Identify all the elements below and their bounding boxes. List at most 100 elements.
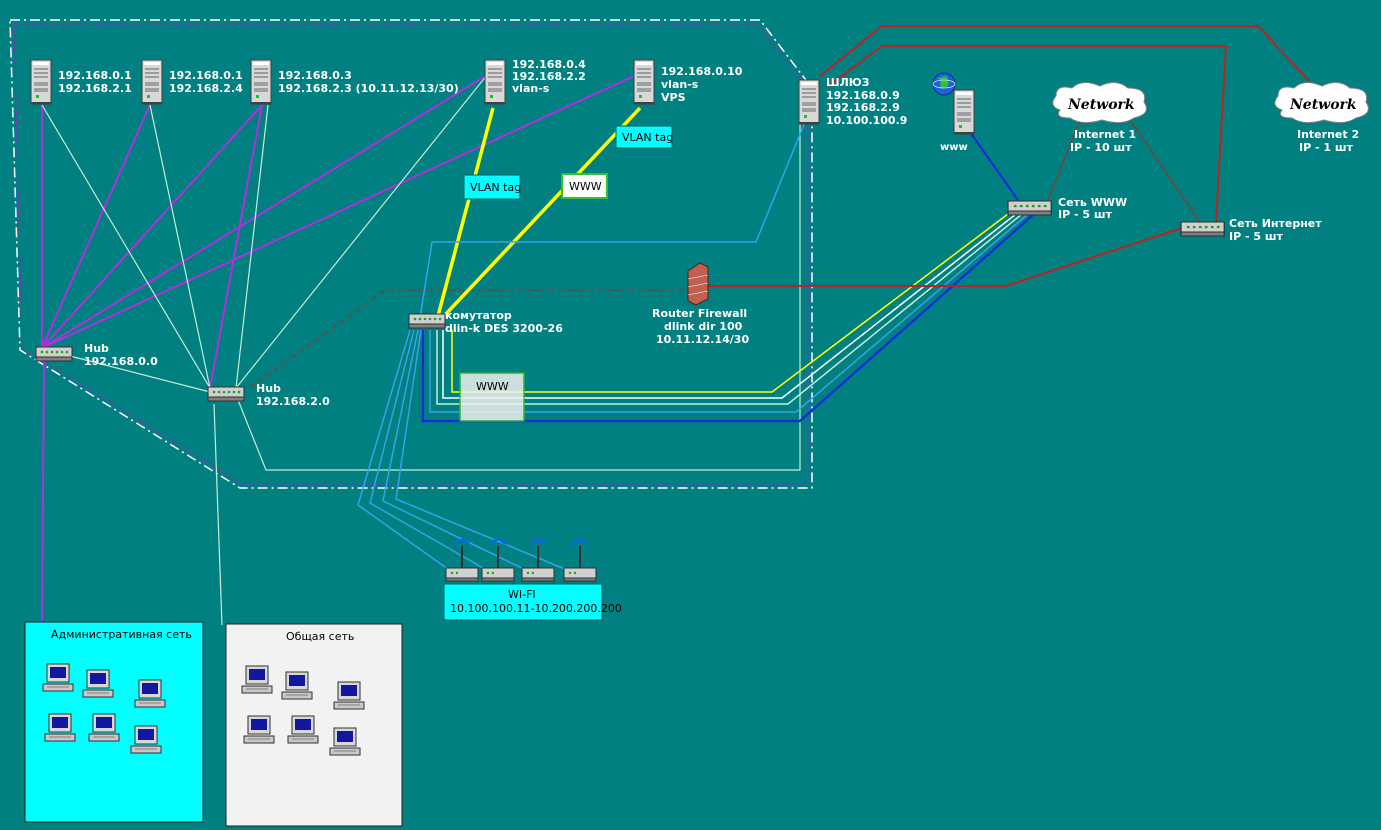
cloud-1-count: IP - 10 шт	[1070, 141, 1132, 154]
server-tower-icon	[250, 59, 272, 105]
firewall-ip: 10.11.12.14/30	[656, 333, 749, 346]
core-switch-model: dlin-k DES 3200-26	[445, 322, 563, 335]
server-5-role: vlan-s	[661, 78, 699, 91]
vlan-tag-2: VLAN tag	[615, 125, 673, 149]
admin-panel-title: Административная сеть	[51, 628, 192, 641]
switch-firewall-link	[249, 289, 690, 389]
hub0-to-admin-link	[41, 361, 45, 623]
core-switch-title: комутатор	[445, 309, 512, 322]
hub-admin-subnet: 192.168.0.0	[84, 355, 158, 368]
cloud-icon	[1052, 82, 1147, 124]
internet1-links	[1047, 119, 1201, 223]
server-5[interactable]: 192.168.0.10 vlan-s VPS	[633, 59, 743, 105]
globe-icon	[932, 72, 956, 96]
common-network-panel[interactable]: Общая сеть	[225, 623, 403, 827]
workstation-icon	[130, 725, 162, 754]
internet-switch[interactable]: Сеть Интернет IP - 5 шт	[1180, 217, 1322, 243]
cloud-1-name: Internet 1	[1074, 128, 1136, 141]
switch-wifi-links	[357, 329, 573, 573]
www-tag-2: WWW	[459, 372, 525, 422]
admin-links	[41, 74, 637, 389]
cloud-2-title: Network	[1289, 97, 1357, 113]
gateway-ip2: 192.168.2.9	[826, 101, 900, 114]
workstation-icon	[241, 665, 273, 694]
admin-network-panel[interactable]: Административная сеть	[24, 621, 204, 823]
gateway-ip1: 192.168.0.9	[826, 89, 900, 102]
www-switch-count: IP - 5 шт	[1058, 208, 1113, 221]
vlan-tag-2-label: VLAN tag	[622, 131, 673, 144]
vlan-boundary-outline	[9, 19, 813, 489]
workstation-icon	[82, 669, 114, 698]
cloud-icon	[1274, 82, 1369, 124]
switch-icon	[408, 313, 446, 329]
gateway-server[interactable]: ШЛЮЗ 192.168.0.9 192.168.2.9 10.100.100.…	[798, 76, 907, 127]
server-1-ip1: 192.168.0.1	[58, 69, 132, 82]
switch-icon	[1007, 200, 1052, 216]
www-switch-title: Сеть WWW	[1058, 196, 1127, 209]
hub-common-title: Hub	[256, 382, 281, 395]
hub-admin[interactable]: Hub 192.168.0.0	[35, 342, 158, 368]
workstation-icon	[287, 715, 319, 744]
www-network-switch[interactable]: Сеть WWW IP - 5 шт	[1007, 196, 1127, 221]
server-5-type: VPS	[661, 91, 686, 104]
wifi-ap-4[interactable]	[563, 538, 597, 582]
vlan-tag-1-label: VLAN tag	[470, 181, 521, 194]
workstation-icon	[243, 715, 275, 744]
server-tower-icon	[798, 79, 820, 125]
gateway-title: ШЛЮЗ	[826, 76, 870, 89]
server-3-ip2: 192.168.2.3 (10.11.12.13/30)	[278, 82, 459, 95]
server-1[interactable]: 192.168.0.1 192.168.2.1	[30, 59, 132, 105]
firewall-title: Router Firewall	[652, 307, 747, 320]
server-3[interactable]: 192.168.0.3 192.168.2.3 (10.11.12.13/30)	[250, 59, 459, 105]
common-panel-title: Общая сеть	[286, 630, 354, 643]
server-2[interactable]: 192.168.0.1 192.168.2.4	[141, 59, 243, 105]
server-3-ip1: 192.168.0.3	[278, 69, 352, 82]
internet-1-cloud[interactable]: Network Internet 1 IP - 10 шт	[1052, 82, 1147, 154]
workstation-icon	[329, 727, 361, 756]
core-switch[interactable]: комутатор dlin-k DES 3200-26	[408, 309, 563, 335]
switch-www-bundle	[421, 213, 1035, 423]
server-2-ip2: 192.168.2.4	[169, 82, 243, 95]
internet-switch-title: Сеть Интернет	[1229, 217, 1322, 230]
firewall-icon	[687, 262, 709, 306]
wifi-title: WI-FI	[508, 588, 536, 601]
workstation-icon	[42, 663, 74, 692]
vlan-boundary-inner-outline	[13, 23, 809, 485]
wifi-label-box: WI-FI 10.100.100.11-10.200.200.200	[443, 583, 622, 621]
workstation-icon	[88, 713, 120, 742]
www-tag-2-label: WWW	[476, 380, 509, 393]
vlan-tag-1: VLAN tag	[463, 174, 521, 200]
cloud-1-title: Network	[1067, 97, 1135, 113]
gateway-ip3: 10.100.100.9	[826, 114, 907, 127]
vlan-links	[436, 106, 642, 318]
wifi-ap-icon	[563, 538, 597, 582]
server-tower-icon	[953, 89, 975, 135]
internet-2-cloud[interactable]: Network Internet 2 IP - 1 шт	[1274, 82, 1369, 154]
server-4[interactable]: 192.168.0.4 192.168.2.2 vlan-s	[484, 58, 586, 105]
common-links	[41, 74, 801, 626]
hub-icon	[35, 346, 73, 362]
workstation-icon	[281, 671, 313, 700]
server-5-ip1: 192.168.0.10	[661, 65, 743, 78]
workstation-icon	[134, 679, 166, 708]
server-tower-icon	[633, 59, 655, 105]
server-tower-icon	[484, 59, 506, 105]
workstation-icon	[44, 713, 76, 742]
internet-switch-count: IP - 5 шт	[1229, 230, 1284, 243]
server-1-ip2: 192.168.2.1	[58, 82, 132, 95]
www-server[interactable]: www	[932, 72, 975, 153]
switch-icon	[1180, 221, 1225, 237]
www-server-link	[969, 131, 1019, 201]
hub-admin-title: Hub	[84, 342, 109, 355]
internet-links	[700, 25, 1311, 287]
www-tag-1: WWW	[561, 173, 608, 199]
hub-common[interactable]: Hub 192.168.2.0	[207, 382, 330, 408]
wifi-ap-3[interactable]	[521, 538, 555, 582]
firewall-model: dlink dir 100	[664, 320, 743, 333]
cloud-2-count: IP - 1 шт	[1299, 141, 1354, 154]
wifi-ap-icon	[521, 538, 555, 582]
router-firewall[interactable]: Router Firewall dlink dir 100 10.11.12.1…	[652, 262, 749, 346]
switch-gateway-link	[419, 121, 806, 319]
